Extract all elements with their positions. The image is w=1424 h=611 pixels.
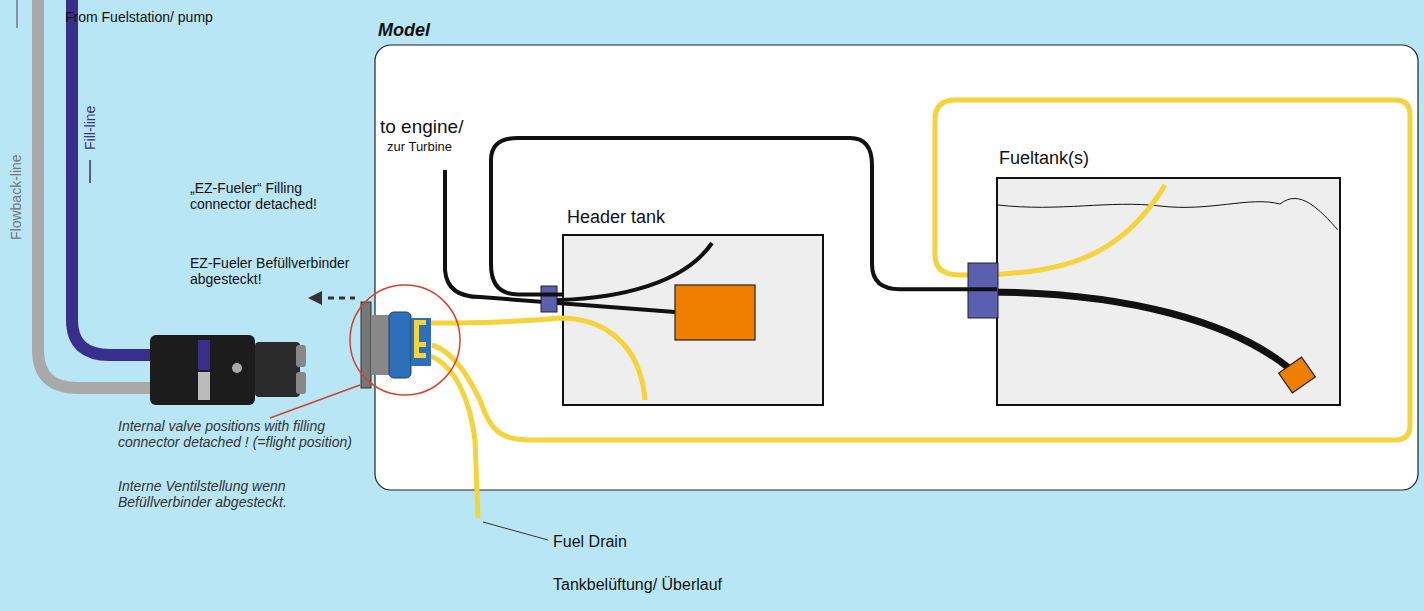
note-label: to engine/ [380, 116, 463, 138]
box-heading: Header tank [567, 207, 665, 228]
header-tank-shape [563, 235, 823, 405]
note-label: Flowback-line [8, 154, 24, 240]
note-label: Internal valve positions with filling co… [118, 418, 358, 450]
note-label: Interne Ventilstellung wenn Befüllverbin… [118, 478, 358, 510]
detach-arrow [308, 291, 355, 305]
highlight-circle [350, 285, 460, 395]
note-label: Fill-line [82, 106, 98, 150]
tank-stopper [541, 286, 557, 312]
clunk [675, 285, 755, 340]
tank-box: Fueltank(s) [997, 178, 1340, 405]
fill-mark [89, 160, 91, 183]
note-label: EZ-Fueler Befüllverbinder abgesteckt! [190, 255, 365, 287]
tank-box: Header tank [563, 235, 823, 405]
leader-line [483, 522, 548, 540]
model-connector [361, 302, 431, 388]
vent-lines [430, 100, 1410, 518]
note-label: Fuel Drain [553, 533, 627, 551]
leader-line [270, 385, 360, 418]
box-heading: Fueltank(s) [999, 148, 1089, 169]
fill-hose [72, 0, 205, 355]
fuel-line [491, 138, 997, 295]
filling-connector [150, 335, 306, 405]
flowback-hose [38, 0, 200, 388]
model-outline [375, 45, 1418, 490]
fuel-level [998, 198, 1338, 230]
clunk [1279, 357, 1316, 393]
note-label: Tankbelüftung/ Überlauf [553, 576, 722, 594]
model-region: ModelHeader tankFueltank(s) [375, 45, 1418, 490]
box-heading: Model [378, 20, 430, 41]
note-label: zur Turbine [387, 140, 452, 155]
flowback-mark [16, 0, 18, 28]
note-label: From Fuelstation/ pump [65, 9, 213, 25]
note-label: „EZ-Fueler“ Filling connector detached! [190, 180, 340, 212]
